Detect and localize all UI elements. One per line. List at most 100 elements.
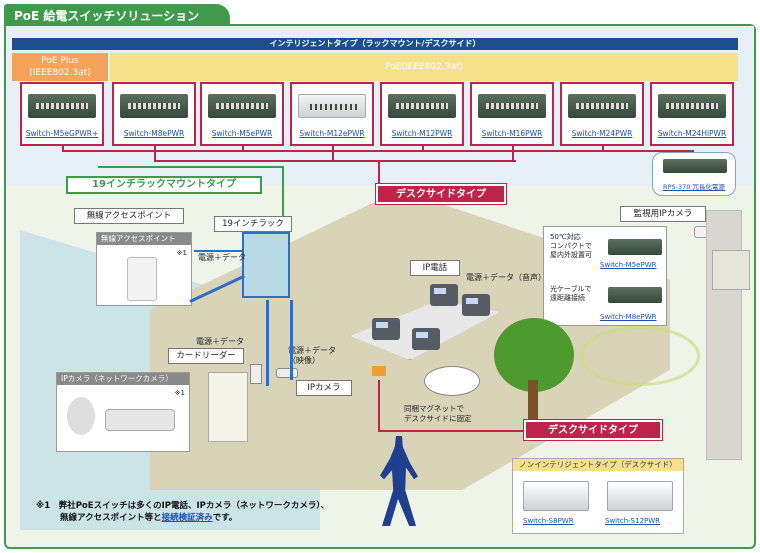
switch-card[interactable]: Switch-M12PWR (380, 82, 464, 146)
page-title: PoE 給電スイッチソリューション (4, 4, 230, 26)
switch-card[interactable]: Switch-M12ePWR (290, 82, 374, 146)
ip-phone-icon (462, 294, 490, 316)
access-point-icon (127, 257, 157, 301)
footnote-mark: ※1 (36, 501, 51, 511)
card-reader-icon (250, 364, 262, 384)
non-intelligent-label: ノンインテリジェントタイプ（デスクサイド） (513, 459, 683, 471)
switch-link[interactable]: Switch-M5eGPWR+ (25, 129, 99, 138)
switch-card[interactable]: Switch-M8ePWR (112, 82, 196, 146)
non-intelligent-card: ノンインテリジェントタイプ（デスクサイド） Switch-S8PWR Switc… (512, 458, 684, 534)
ip-camera-icon (276, 368, 298, 378)
switch-image (478, 94, 546, 118)
footnote: ※1 弊社PoEスイッチは多くのIP電話、IPカメラ（ネットワークカメラ）、 無… (36, 500, 506, 524)
wireless-ap-card: 無線アクセスポイント ※1 (96, 232, 192, 306)
switch-image (120, 94, 188, 118)
connector-line (282, 166, 284, 234)
outdoor-enclosure (712, 250, 750, 290)
fiber-switch-link[interactable]: Switch-M8ePWR (600, 313, 657, 321)
poe-plus-label: PoE Plus (41, 56, 79, 66)
switch-image (298, 94, 366, 118)
footnote-line2-prefix: 無線アクセスポイント等と (60, 513, 162, 523)
ip-phone-icon (412, 328, 440, 350)
switch-s8-link[interactable]: Switch-S8PWR (523, 517, 574, 525)
connector-line (378, 380, 380, 432)
deskside-switch-icon (372, 366, 386, 376)
switch-link[interactable]: Switch-M12PWR (391, 129, 453, 138)
poe-plus-standard: (IEEE802.3at) (29, 68, 91, 78)
rps-bubble: RPS-370 冗長化電源 (652, 152, 736, 196)
rack-label: 19インチラック (214, 216, 292, 232)
connector-line (242, 146, 244, 152)
phone-power-label: 電源＋データ（音声） (466, 273, 546, 282)
magnet-note: 同梱マグネットで デスクサイドに固定 (404, 404, 472, 423)
switch-card[interactable]: Switch-M5ePWR (200, 82, 284, 146)
magnet-callout (424, 366, 480, 396)
ip-camera-card: IPカメラ（ネットワークカメラ） ※1 (56, 372, 190, 452)
connector-line (512, 146, 514, 162)
bicycles-illustration (580, 326, 700, 386)
switch-link[interactable]: Switch-M16PWR (481, 129, 543, 138)
connector-line (378, 430, 526, 432)
switch-image (568, 94, 636, 118)
dome-camera-icon (67, 397, 95, 435)
rack-icon (242, 232, 290, 298)
surveillance-camera-label: 監視用IPカメラ (620, 206, 706, 222)
switch-image (388, 94, 456, 118)
footnote-line1: 弊社PoEスイッチは多くのIP電話、IPカメラ（ネットワークカメラ）、 (58, 501, 330, 511)
switch-image (28, 94, 96, 118)
card-reader-label: カードリーダー (168, 348, 244, 364)
rps-image (663, 159, 727, 173)
switch-s8-image (523, 481, 589, 511)
outdoor-switch-link[interactable]: Switch-M5ePWR (600, 261, 657, 269)
switch-link[interactable]: Switch-M8ePWR (123, 129, 185, 138)
switch-s12-image (607, 481, 673, 511)
connector-line (602, 146, 604, 152)
outdoor-switch-card: 50℃対応 コンパクトで 屋内外設置可 Switch-M5ePWR 光ケーブルで… (543, 226, 667, 326)
ip-camera-card-head: IPカメラ（ネットワークカメラ） (57, 373, 189, 385)
bus-line (62, 150, 694, 152)
camera-power-label: 電源＋データ （映像） (288, 346, 336, 365)
ip-camera-cable (290, 300, 293, 380)
connector-line (332, 146, 334, 162)
fiber-switch-image (608, 287, 662, 303)
card-reader-cable (266, 300, 269, 386)
box-camera-icon (105, 409, 175, 431)
bus-line (98, 166, 284, 168)
note-mark: ※1 (174, 389, 185, 397)
connector-line (422, 146, 424, 152)
switch-card[interactable]: Switch-M24PWR (560, 82, 644, 146)
ip-camera-label: IPカメラ (296, 380, 352, 396)
fiber-switch-desc: 光ケーブルで 遠距離接続 (550, 285, 592, 302)
outdoor-switch-image (608, 239, 662, 255)
connector-line (154, 146, 156, 162)
switch-link[interactable]: Switch-M12ePWR (299, 129, 365, 138)
connector-line (378, 160, 380, 200)
poe-plus-header: PoE Plus (IEEE802.3at) (12, 53, 108, 81)
switch-s12-link[interactable]: Switch-S12PWR (605, 517, 661, 525)
footnote-line2-suffix: です。 (212, 513, 238, 523)
ip-phone-icon (372, 318, 400, 340)
switch-image (658, 94, 726, 118)
ip-phone-icon (430, 284, 458, 306)
intelligent-type-bar: インテリジェントタイプ（ラックマウント/デスクサイド） (12, 38, 738, 50)
switch-card[interactable]: Switch-M16PWR (470, 82, 554, 146)
switch-link[interactable]: Switch-M24PWR (571, 129, 633, 138)
switch-card[interactable]: Switch-M24HiPWR (650, 82, 734, 146)
tree-illustration (494, 318, 574, 392)
tree-trunk (528, 380, 538, 420)
ap-power-label: 電源＋データ (198, 253, 246, 262)
utility-pole (706, 210, 742, 460)
bus-line (154, 160, 516, 162)
note-mark: ※1 (176, 249, 187, 257)
wireless-ap-label: 無線アクセスポイント (74, 208, 184, 224)
card-reader-power-label: 電源＋データ (196, 337, 244, 346)
rps-link[interactable]: RPS-370 冗長化電源 (663, 183, 725, 191)
switch-card[interactable]: Switch-M5eGPWR+ (20, 82, 104, 146)
switch-link[interactable]: Switch-M24HiPWR (657, 129, 727, 138)
wireless-ap-card-head: 無線アクセスポイント (97, 233, 191, 245)
deskside-type-title: デスクサイドタイプ (376, 184, 506, 204)
verified-link[interactable]: 接続検証済み (161, 513, 213, 523)
door (208, 372, 248, 442)
deskside-type-title-2: デスクサイドタイプ (524, 420, 662, 440)
switch-link[interactable]: Switch-M5ePWR (211, 129, 273, 138)
